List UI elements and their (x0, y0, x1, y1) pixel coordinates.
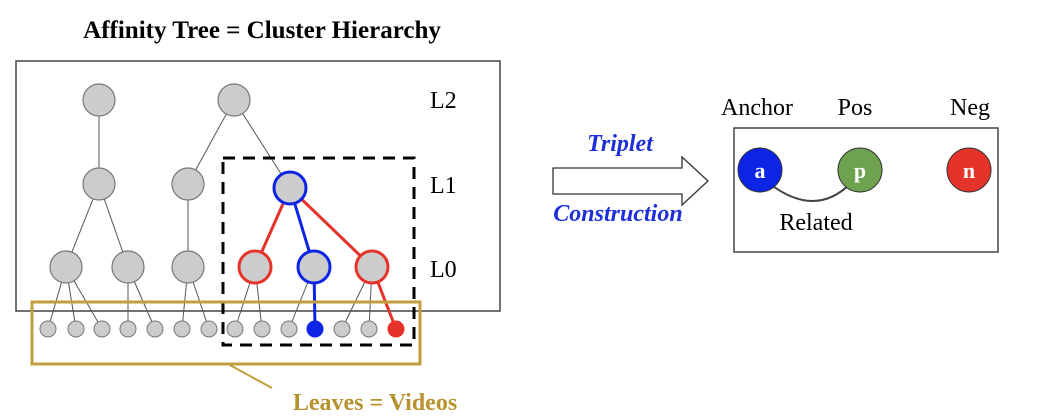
leaves-box (30, 300, 422, 366)
leaf-node (146, 320, 164, 338)
subtree-dashed-box (221, 156, 416, 347)
right-arrow-icon (552, 155, 709, 207)
positive-letter: p (854, 158, 866, 183)
anchor-letter: a (755, 158, 766, 183)
leaf-node (360, 320, 378, 338)
level-label-l0: L0 (430, 257, 457, 283)
leaf-node (226, 320, 244, 338)
leaf-node (93, 320, 111, 338)
node-l1-highlight (272, 170, 308, 206)
node-l1-left (82, 167, 116, 201)
leaf-node (200, 320, 218, 338)
node-l2-right (217, 83, 251, 117)
node-l2-left (82, 83, 116, 117)
tree-edges-gray (47, 99, 373, 330)
anchor-node (737, 147, 783, 193)
leaf-node (253, 320, 271, 338)
node-l0-red-left (237, 249, 273, 285)
arrow-label-line1: Triplet (587, 131, 654, 157)
leaf-node (280, 320, 298, 338)
leaf-node-anchor (306, 320, 324, 338)
leaf-node (39, 320, 57, 338)
diagram-title: Affinity Tree = Cluster Hierarchy (83, 17, 441, 44)
positive-node (837, 147, 883, 193)
leaf-node (333, 320, 351, 338)
neg-header: Neg (950, 95, 990, 121)
negative-letter: n (963, 158, 975, 183)
anchor-header: Anchor (721, 95, 793, 121)
leaf-nodes (39, 320, 405, 338)
leaves-caption: Leaves = Videos (293, 390, 457, 416)
triplet-box (733, 127, 999, 253)
node-l0-red-right (354, 249, 390, 285)
related-label: Related (779, 210, 852, 236)
tree-nodes (49, 83, 390, 285)
pos-header: Pos (838, 95, 873, 121)
tree-frame (15, 60, 501, 312)
node-l0-3 (171, 250, 205, 284)
leaf-node (173, 320, 191, 338)
node-l0-blue (296, 249, 332, 285)
node-l0-1 (49, 250, 83, 284)
level-label-l2: L2 (430, 88, 457, 114)
leaf-node-negative (387, 320, 405, 338)
node-l0-2 (111, 250, 145, 284)
node-l1-middle (171, 167, 205, 201)
related-curve (769, 183, 851, 202)
leaf-node (67, 320, 85, 338)
negative-node (946, 147, 992, 193)
level-label-l1: L1 (430, 173, 457, 199)
arrow-label-line2: Construction (553, 201, 682, 227)
leaves-pointer-line (227, 363, 273, 389)
leaf-node (119, 320, 137, 338)
